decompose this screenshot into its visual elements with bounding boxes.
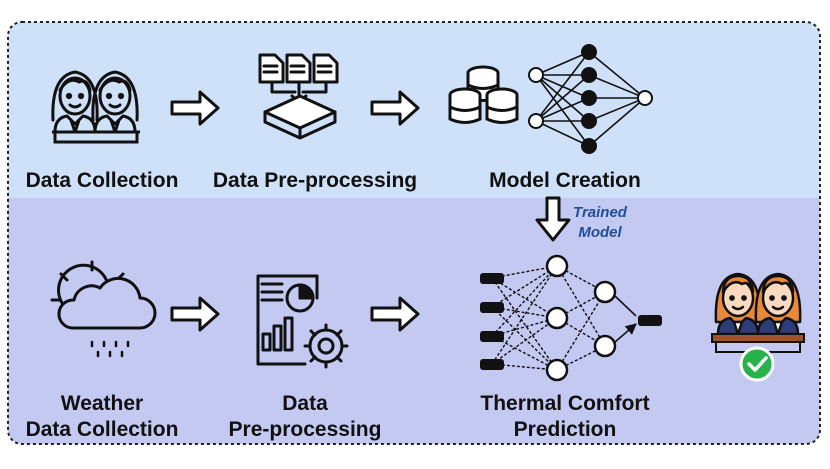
check-icon — [739, 346, 775, 382]
right-arrow-icon — [170, 90, 220, 126]
documents-merge-icon — [258, 53, 339, 140]
weather-cloud-sun-rain-icon — [50, 260, 157, 358]
neural-network-icon — [480, 254, 662, 382]
step-label-weather-data-collection: Weather Data Collection — [12, 391, 192, 443]
step-label-data-preprocessing: Data Pre-processing — [212, 169, 418, 192]
students-check-icon — [711, 272, 805, 382]
trained-model-line1: Trained — [573, 204, 627, 221]
bottom-panel — [8, 198, 820, 444]
weather-label-line1: Weather — [60, 392, 144, 415]
right-arrow-icon — [370, 90, 420, 126]
preprocessing-label-line1: Data — [282, 392, 328, 415]
weather-label-line2: Data Collection — [25, 418, 179, 441]
preprocessing-label-line2: Pre-processing — [228, 418, 382, 441]
right-arrow-icon — [170, 296, 220, 332]
database-neural-network-icon — [448, 44, 653, 154]
step-label-model-creation: Model Creation — [489, 169, 641, 192]
step-label-thermal-comfort-prediction: Thermal Comfort Prediction — [455, 391, 675, 443]
right-arrow-icon — [370, 296, 420, 332]
outer-border — [7, 21, 821, 445]
step-label-data-preprocessing-2: Data Pre-processing — [205, 391, 405, 443]
report-gear-icon — [256, 274, 349, 369]
students-icon — [51, 70, 140, 144]
down-arrow-icon — [535, 196, 571, 242]
trained-model-line2: Model — [578, 224, 622, 241]
trained-model-label: Trained Model — [566, 203, 634, 243]
step-label-data-collection: Data Collection — [25, 169, 179, 192]
prediction-label-line2: Prediction — [513, 418, 617, 441]
prediction-label-line1: Thermal Comfort — [480, 392, 650, 415]
